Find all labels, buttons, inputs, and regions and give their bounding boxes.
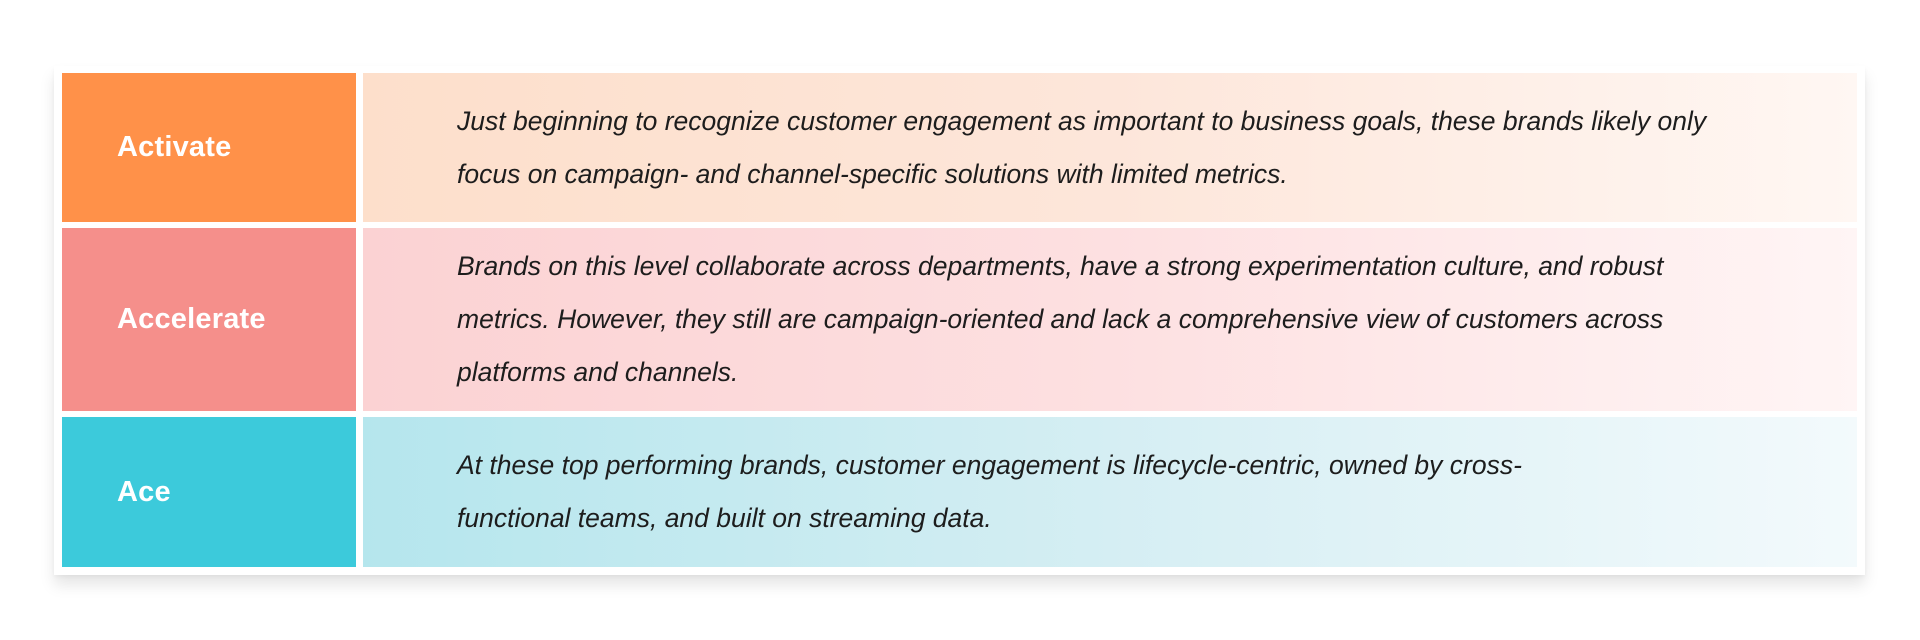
level-label-activate: Activate — [62, 73, 356, 222]
level-description-activate: Just beginning to recognize customer eng… — [363, 73, 1857, 222]
level-row-ace: Ace At these top performing brands, cust… — [62, 417, 1857, 567]
level-description-text: At these top performing brands, customer… — [457, 450, 1522, 533]
level-description-text: Just beginning to recognize customer eng… — [457, 105, 1707, 189]
level-label-ace: Ace — [62, 417, 356, 567]
level-description-ace: At these top performing brands, customer… — [363, 417, 1857, 567]
level-row-activate: Activate Just beginning to recognize cus… — [62, 73, 1857, 222]
maturity-levels-table: Activate Just beginning to recognize cus… — [54, 66, 1865, 575]
level-label-accelerate: Accelerate — [62, 228, 356, 411]
level-row-accelerate: Accelerate Brands on this level collabor… — [62, 228, 1857, 411]
level-description-text: Brands on this level collaborate across … — [457, 251, 1664, 387]
level-description-accelerate: Brands on this level collaborate across … — [363, 228, 1857, 411]
